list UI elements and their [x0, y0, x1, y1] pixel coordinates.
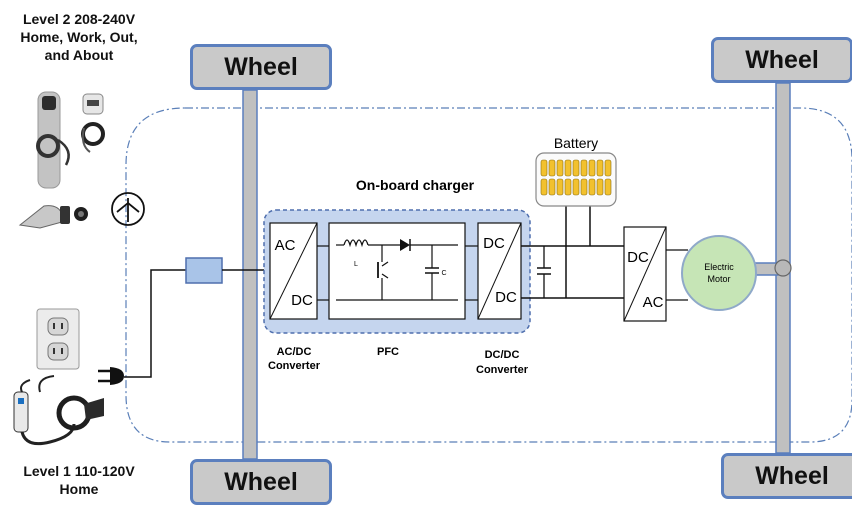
input-wire	[124, 269, 186, 378]
level2-line2: Home, Work, Out,	[20, 29, 138, 45]
level2-line3: and About	[44, 47, 114, 63]
j1772-symbol-icon	[111, 192, 145, 226]
battery-cell	[604, 159, 612, 177]
axle-hub	[774, 259, 792, 277]
battery-cell	[548, 159, 556, 177]
plug-icon	[98, 367, 124, 385]
acdc-label-line2: Converter	[268, 360, 321, 372]
level2-label: Level 2 208-240V Home, Work, Out, and Ab…	[0, 10, 158, 64]
electric-motor	[681, 235, 757, 311]
acdc-top-label: AC	[275, 237, 296, 254]
pfc-inductor-label: L	[354, 261, 358, 268]
battery-cell	[596, 178, 604, 196]
battery-cell	[540, 178, 548, 196]
level1-line1: Level 1 110-120V	[23, 463, 135, 479]
level1-line2: Home	[59, 481, 99, 497]
j1772-plug-icon	[18, 205, 88, 229]
wall-charger-icon	[81, 93, 105, 153]
battery-cell	[556, 178, 564, 196]
dcdc-label-line1: DC/DC	[485, 349, 520, 361]
battery-cell	[580, 178, 588, 196]
battery-cell	[548, 178, 556, 196]
battery-cell	[580, 159, 588, 177]
onboard-charger-title: On-board charger	[356, 177, 475, 193]
level1-label: Level 1 110-120V Home	[0, 462, 158, 498]
battery-pack	[535, 152, 617, 207]
dcdc-label-line2: Converter	[476, 364, 529, 376]
vehicle-outline	[125, 107, 852, 443]
motor-label-line1: Electric	[704, 262, 734, 272]
battery-cell	[564, 178, 572, 196]
inverter-bottom-label: AC	[643, 294, 664, 311]
level1-cord-icon	[13, 375, 104, 446]
battery-cell	[556, 159, 564, 177]
battery-cell	[588, 159, 596, 177]
dcdc-bottom-label: DC	[495, 289, 517, 306]
wheel-top-left: Wheel	[190, 44, 332, 90]
acdc-bottom-label: DC	[291, 292, 313, 309]
battery-cell	[588, 178, 596, 196]
battery-cell	[596, 159, 604, 177]
wheel-bottom-right: Wheel	[721, 453, 852, 499]
battery-cell	[540, 159, 548, 177]
wheel-top-right: Wheel	[711, 37, 852, 83]
wall-outlet-icon	[36, 308, 80, 370]
battery-cell	[572, 159, 580, 177]
dcac-inverter	[623, 226, 667, 322]
pfc-label: PFC	[377, 346, 399, 358]
wheel-bottom-left: Wheel	[190, 459, 332, 505]
pfc-block	[328, 222, 466, 320]
inverter-top-label: DC	[627, 249, 649, 266]
left-axle	[242, 89, 258, 460]
motor-shaft	[753, 262, 779, 276]
pfc-cap-label: C	[441, 270, 446, 277]
dcdc-top-label: DC	[483, 235, 505, 252]
level2-station-icon	[36, 91, 70, 189]
charge-port	[185, 257, 223, 284]
dcdc-converter	[477, 222, 522, 320]
battery-cell	[564, 159, 572, 177]
level2-line1: Level 2 208-240V	[22, 11, 136, 27]
acdc-converter	[269, 222, 318, 320]
acdc-label-line1: AC/DC	[277, 346, 312, 358]
battery-cell	[572, 178, 580, 196]
battery-cell	[604, 178, 612, 196]
motor-label-line2: Motor	[707, 274, 730, 284]
battery-label: Battery	[554, 135, 598, 151]
